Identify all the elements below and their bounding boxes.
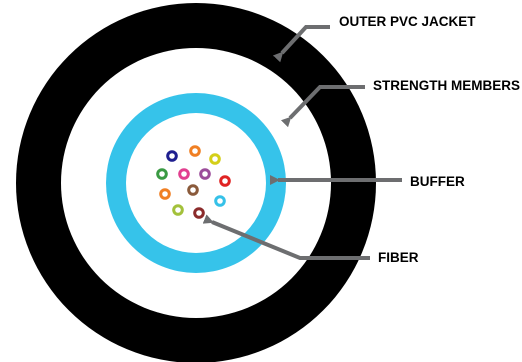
fiber-1	[166, 150, 178, 162]
fiber-label: FIBER	[378, 250, 419, 265]
fiber-12	[193, 207, 205, 219]
strength-members-arrow	[280, 85, 365, 128]
fiber-10	[214, 195, 226, 207]
fiber-arrow	[202, 214, 370, 260]
fiber-4	[156, 168, 168, 180]
buffer-core	[126, 113, 266, 253]
fiber-9	[187, 184, 199, 196]
strength-members-label: STRENGTH MEMBERS	[373, 78, 520, 93]
fiber-5	[178, 168, 190, 180]
fiber-8	[159, 188, 171, 200]
fiber-6	[199, 168, 211, 180]
fiber-11	[172, 204, 184, 216]
fiber-bundle	[156, 145, 231, 219]
outer-jacket-label: OUTER PVC JACKET	[339, 14, 476, 29]
outer-jacket-arrow	[272, 25, 330, 63]
fiber-3	[209, 153, 221, 165]
buffer-label: BUFFER	[410, 174, 465, 189]
fiber-7	[219, 175, 231, 187]
fiber-2	[189, 145, 201, 157]
